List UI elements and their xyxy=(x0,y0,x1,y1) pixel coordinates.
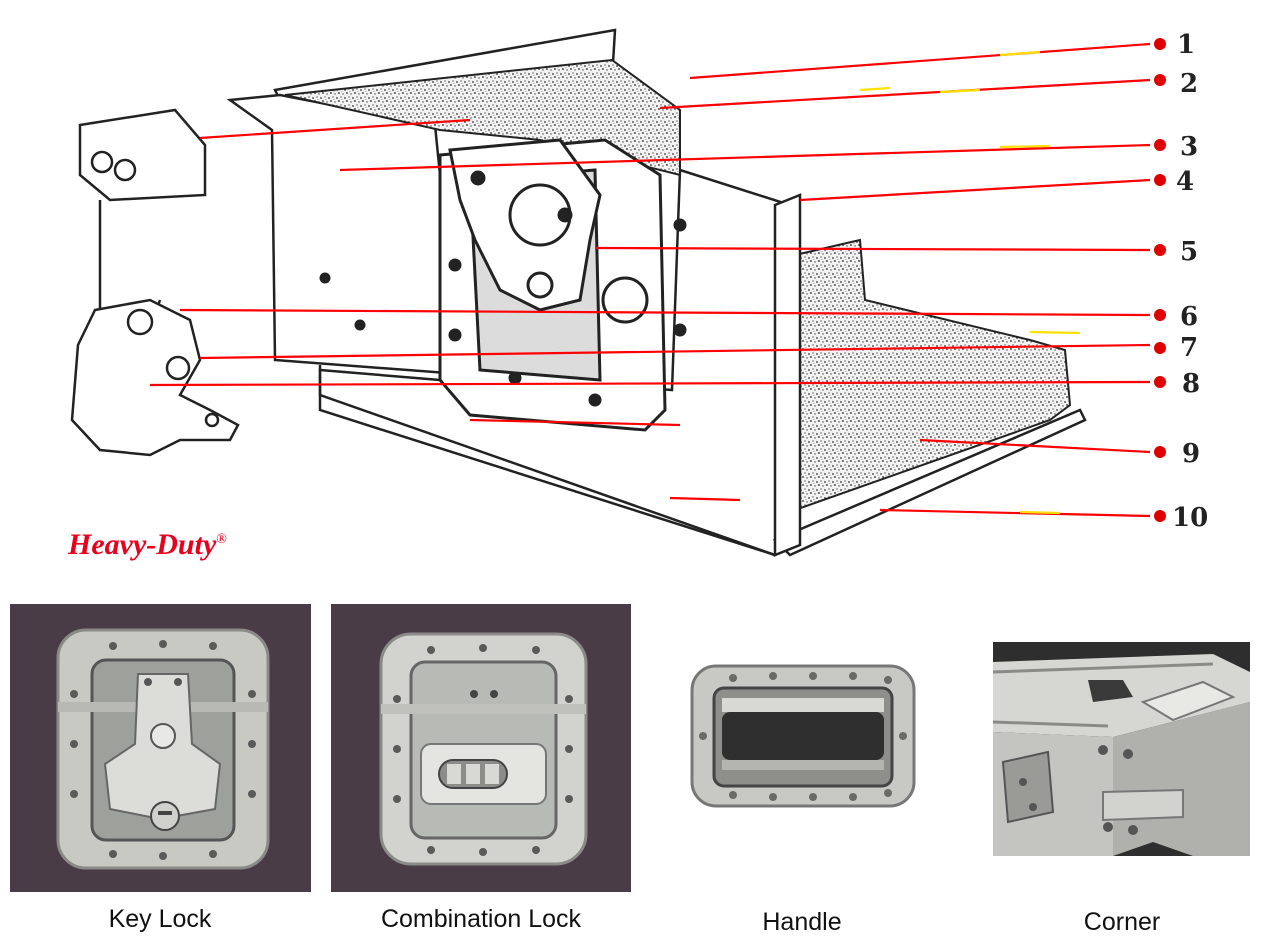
callout-number-5: 5 xyxy=(1180,237,1198,267)
callout-number-6: 6 xyxy=(1180,302,1198,332)
leader-line-7 xyxy=(199,343,1151,360)
leader-line-1 xyxy=(689,42,1151,80)
corner-photo xyxy=(993,642,1250,856)
leader-line-2 xyxy=(659,78,1151,110)
leader-line-10 xyxy=(879,508,1151,518)
leader-accents xyxy=(859,50,1081,515)
combination-lock-photo xyxy=(331,604,631,892)
callout-number-9: 9 xyxy=(1182,439,1200,469)
callout-number-8: 8 xyxy=(1182,369,1200,399)
leader-line-6 xyxy=(179,308,1151,317)
brand-text: Heavy-Duty xyxy=(68,528,217,561)
key-lock-photo xyxy=(10,604,311,892)
latch-bracket-icon xyxy=(70,108,240,457)
brand-logo: Heavy-Duty® xyxy=(68,528,227,562)
leader-line-5 xyxy=(594,246,1151,252)
leader-line-9 xyxy=(919,438,1151,454)
caption-combination-lock: Combination Lock xyxy=(380,905,582,933)
callout-numbers: 1 2 3 4 5 6 7 8 9 10 xyxy=(1172,30,1208,533)
callout-number-4: 4 xyxy=(1176,167,1194,197)
callout-dots xyxy=(1154,38,1166,522)
caption-corner: Corner xyxy=(1083,908,1161,936)
callout-number-3: 3 xyxy=(1180,132,1198,162)
caption-handle: Handle xyxy=(762,908,842,936)
leader-line-3 xyxy=(339,143,1151,172)
leader-lines xyxy=(149,42,1151,518)
leader-line-extra-c xyxy=(669,496,741,502)
leader-line-8 xyxy=(149,380,1151,387)
callout-number-1: 1 xyxy=(1177,30,1195,60)
callout-number-7: 7 xyxy=(1180,333,1198,363)
foam-side-icon xyxy=(794,238,1072,512)
callout-number-10: 10 xyxy=(1172,503,1208,533)
registered-mark: ® xyxy=(216,532,227,547)
caption-key-lock: Key Lock xyxy=(108,905,212,933)
handle-photo xyxy=(688,658,918,816)
case-exploded-diagram: 1 2 3 4 5 6 7 8 9 10 xyxy=(70,28,1208,557)
leader-line-extra-b xyxy=(469,418,681,427)
base-rail-icon xyxy=(772,193,1087,557)
leader-line-4 xyxy=(799,178,1151,202)
latch-plate-icon xyxy=(319,138,687,432)
leader-line-extra-a xyxy=(199,118,471,140)
callout-number-2: 2 xyxy=(1180,69,1198,99)
